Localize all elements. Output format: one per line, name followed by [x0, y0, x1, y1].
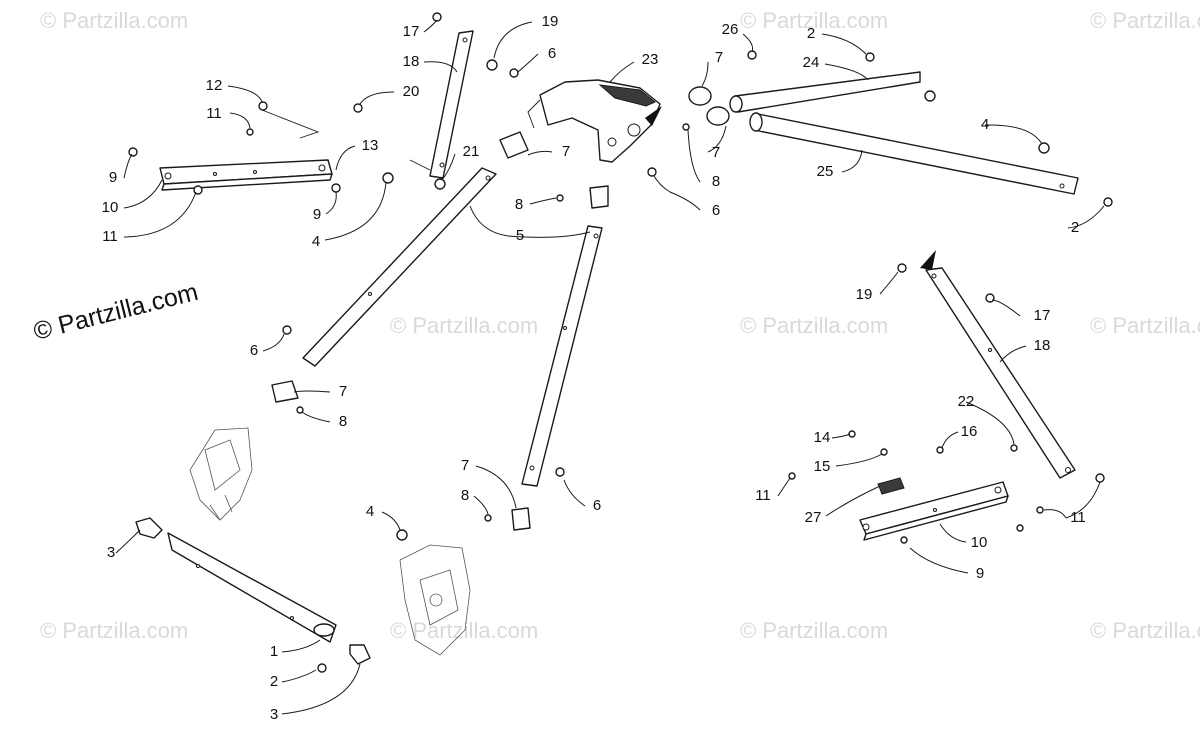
brand-watermark: © Partzilla.com — [31, 278, 201, 346]
callout-label: 9 — [313, 206, 321, 223]
part-strut-18-right — [920, 250, 1076, 479]
callout-label: 6 — [593, 497, 601, 514]
callout-label: 4 — [366, 503, 374, 520]
watermark-text: © Partzilla.com — [740, 618, 888, 643]
callout-label: 2 — [807, 25, 815, 42]
callout-label: 19 — [856, 286, 873, 303]
part-sleeve-left-low — [271, 380, 299, 403]
part-tube-25 — [706, 106, 1079, 195]
part-strut-5-right — [521, 225, 603, 487]
callout-label: 20 — [403, 83, 420, 100]
callout-label: 6 — [250, 342, 258, 359]
callout-label: 19 — [542, 13, 559, 30]
callout-label: 11 — [755, 487, 771, 504]
callout-label: 10 — [102, 199, 119, 216]
callout-label: 11 — [1070, 509, 1086, 526]
part-sleeve-top — [499, 131, 609, 209]
callout-label: 4 — [312, 233, 320, 250]
watermark-text: © Partzilla.com — [40, 618, 188, 643]
callout-label: 8 — [712, 173, 720, 190]
part-sleeve-right-low — [511, 507, 531, 531]
callout-label: 8 — [339, 413, 347, 430]
callout-label: 18 — [403, 53, 420, 70]
watermark-text: © Partzilla.com — [740, 313, 888, 338]
callout-label: 7 — [715, 49, 723, 66]
callout-label: 8 — [461, 487, 469, 504]
part-crossbar-left — [159, 109, 333, 191]
watermark-text: © Partzilla.com — [1090, 618, 1200, 643]
fasteners — [128, 12, 1113, 673]
part-frame-sketch-left — [189, 427, 253, 521]
callout-label: 3 — [270, 706, 278, 723]
callout-label: 7 — [562, 143, 570, 160]
callout-label: 2 — [1071, 219, 1079, 236]
callout-label: 25 — [817, 163, 834, 180]
callout-label: 9 — [109, 169, 117, 186]
callout-label: 16 — [961, 423, 978, 440]
callout-label: 1 — [270, 643, 278, 660]
watermark-text: © Partzilla.com — [390, 313, 538, 338]
watermark-text: © Partzilla.com — [1090, 8, 1200, 33]
callout-label: 7 — [339, 383, 347, 400]
callout-layer: 17 18 19 6 23 26 2 24 7 12 20 11 13 21 7… — [102, 13, 1086, 723]
callout-label: 17 — [403, 23, 420, 40]
callout-label: 22 — [958, 393, 975, 410]
part-frame-sketch-center — [399, 544, 471, 656]
callout-label: 13 — [362, 137, 379, 154]
part-crossbar-right — [859, 477, 1009, 541]
callout-label: 15 — [814, 458, 831, 475]
callout-label: 9 — [976, 565, 984, 582]
watermark-text: © Partzilla.com — [1090, 313, 1200, 338]
watermark-text: © Partzilla.com — [740, 8, 888, 33]
callout-label: 4 — [981, 116, 989, 133]
part-lower-bar-1 — [135, 517, 371, 665]
callout-label: 7 — [461, 457, 469, 474]
callout-label: 2 — [270, 673, 278, 690]
callout-label: 11 — [102, 228, 118, 245]
parts-layer — [128, 12, 1113, 673]
callout-label: 3 — [107, 544, 115, 561]
callout-label: 10 — [971, 534, 988, 551]
callout-label: 18 — [1034, 337, 1051, 354]
part-strut-5-left — [302, 167, 497, 367]
part-mount-bracket-23 — [527, 79, 662, 163]
callout-label: 7 — [712, 144, 720, 161]
callout-label: 12 — [206, 77, 223, 94]
callout-label: 24 — [803, 54, 820, 71]
part-tube-24 — [688, 71, 921, 113]
leader-lines — [115, 19, 1105, 715]
watermark-text: © Partzilla.com — [40, 8, 188, 33]
callout-label: 26 — [722, 21, 739, 38]
callout-label: 5 — [516, 227, 524, 244]
callout-label: 11 — [206, 105, 222, 122]
callout-label: 6 — [548, 45, 556, 62]
callout-label: 23 — [642, 51, 659, 68]
callout-label: 21 — [463, 143, 480, 160]
callout-label: 27 — [805, 509, 822, 526]
callout-label: 8 — [515, 196, 523, 213]
callout-label: 6 — [712, 202, 720, 219]
callout-label: 17 — [1034, 307, 1051, 324]
callout-label: 14 — [814, 429, 831, 446]
